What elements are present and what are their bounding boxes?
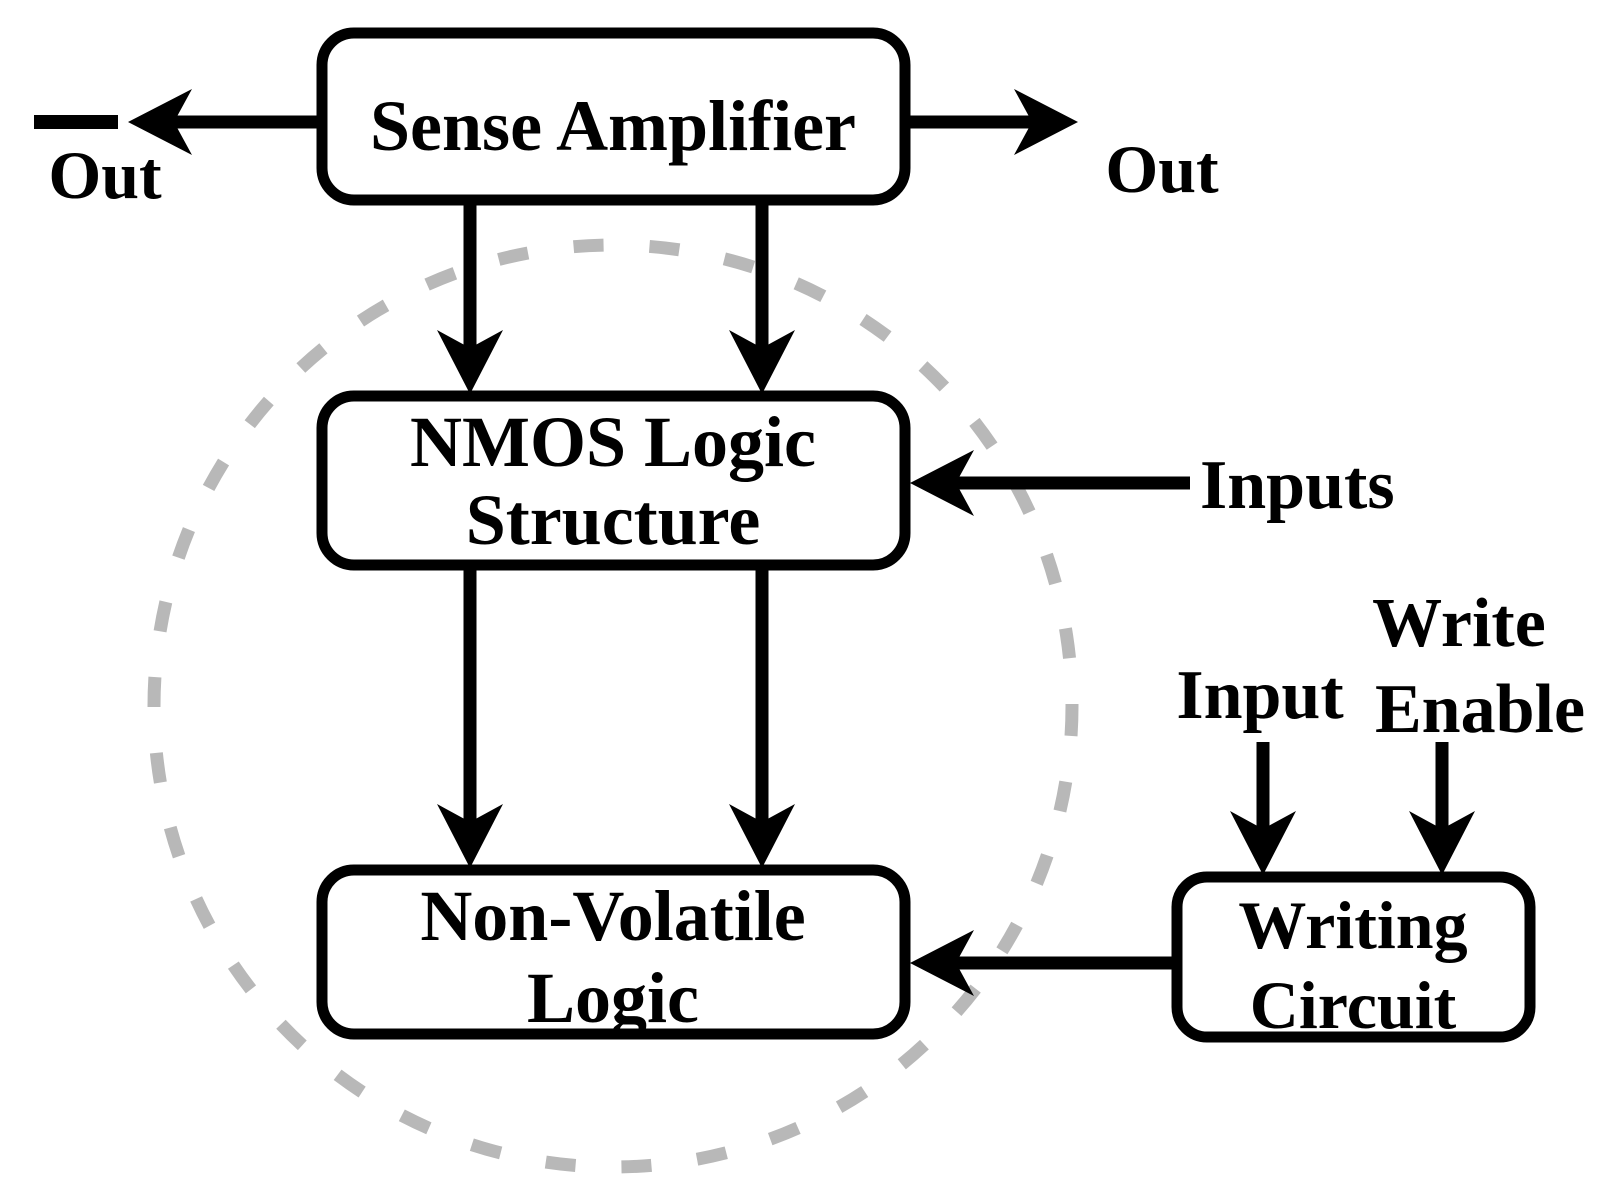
nonvolatile-label-line2: Logic: [527, 958, 699, 1038]
inputs-label: Inputs: [1200, 447, 1395, 524]
out-right-label: Out: [1105, 131, 1219, 207]
nmos-label-line1: NMOS Logic: [410, 402, 816, 482]
out-left-label: Out: [48, 137, 162, 213]
arrow-inputs-to-nmos: [910, 450, 1190, 516]
writing-label-line1: Writing: [1238, 887, 1467, 963]
arrow-input-to-writing: [1230, 742, 1296, 875]
nmos-logic-structure-box: [316, 390, 911, 571]
arrow-sense-to-nmos-left: [437, 196, 503, 394]
arrow-out-right: [905, 89, 1078, 155]
nonvolatile-logic-box: [316, 864, 911, 1040]
writing-circuit-box: [1171, 871, 1536, 1043]
input-label: Input: [1176, 657, 1343, 734]
arrow-enable-to-writing: [1409, 742, 1475, 875]
enable-label: Enable: [1375, 671, 1585, 748]
sense-amplifier-label: Sense Amplifier: [370, 86, 856, 166]
sense-amplifier-box: [316, 27, 911, 206]
arrow-nmos-to-nonvolatile-right: [729, 560, 795, 868]
nmos-label-line2: Structure: [466, 480, 761, 560]
dashed-group-circle: [147, 238, 1079, 1174]
arrow-nmos-to-nonvolatile-left: [437, 560, 503, 868]
arrow-writing-to-nonvolatile: [910, 930, 1177, 996]
arrow-sense-to-nmos-right: [729, 196, 795, 394]
write-label: Write: [1372, 585, 1546, 662]
arrow-out-left: [128, 89, 322, 155]
writing-label-line2: Circuit: [1250, 967, 1457, 1043]
nonvolatile-label-line1: Non-Volatile: [420, 876, 805, 956]
